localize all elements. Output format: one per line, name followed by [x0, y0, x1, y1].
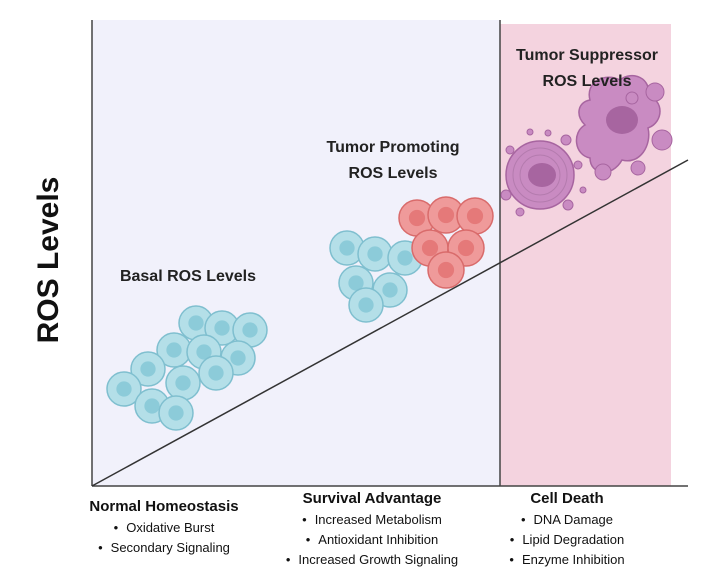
stage-items: Oxidative Burst Secondary Signaling — [78, 518, 250, 558]
promoting-normal-cell-cluster — [329, 230, 423, 323]
stage-normal-homeostasis: Normal Homeostasis Oxidative Burst Secon… — [78, 497, 250, 558]
normal-cell — [106, 371, 142, 407]
tumor-promoting-cell-cluster — [398, 196, 494, 289]
stage-item: Antioxidant Inhibition — [262, 530, 482, 550]
stage-title: Cell Death — [530, 490, 604, 507]
tumor-promoting-cell — [456, 197, 494, 235]
basal-label: Basal ROS Levels — [120, 268, 256, 285]
stage-cell-death: Cell Death DNA Damage Lipid Degradation … — [482, 489, 652, 570]
stage-item: DNA Damage — [482, 510, 652, 530]
normal-cell — [158, 395, 194, 431]
promoting-label-line1: Tumor Promoting — [326, 139, 459, 156]
stage-item: Lipid Degradation — [482, 530, 652, 550]
stage-item: Increased Metabolism — [262, 510, 482, 530]
stage-item: Enzyme Inhibition — [482, 550, 652, 570]
stage-item: Secondary Signaling — [78, 538, 250, 558]
suppressor-label-line2: ROS Levels — [543, 73, 632, 90]
y-axis-title-wrap: ROS Levels — [32, 177, 65, 344]
normal-cell — [130, 351, 166, 387]
suppressor-label-line1: Tumor Suppressor — [516, 47, 658, 64]
normal-cell — [232, 312, 268, 348]
apoptotic-cell-2 — [575, 75, 673, 181]
stage-items: Increased Metabolism Antioxidant Inhibit… — [262, 510, 482, 570]
stage-item: Oxidative Burst — [78, 518, 250, 538]
y-axis-title: ROS Levels — [32, 177, 65, 344]
tumor-promoting-cell — [427, 251, 465, 289]
normal-cell — [357, 236, 393, 272]
promoting-label-line2: ROS Levels — [349, 165, 438, 182]
basal-cell-cluster — [106, 305, 268, 431]
normal-cell — [348, 287, 384, 323]
stage-survival-advantage: Survival Advantage Increased Metabolism … — [262, 489, 482, 570]
normal-cell — [204, 310, 240, 346]
normal-cell — [165, 365, 201, 401]
stage-items: DNA Damage Lipid Degradation Enzyme Inhi… — [482, 510, 652, 570]
stage-item: Increased Growth Signaling — [262, 550, 482, 570]
tumor-promoting-cell — [427, 196, 465, 234]
ros-trend-line — [91, 159, 689, 487]
normal-cell — [198, 355, 234, 391]
stage-title: Survival Advantage — [302, 490, 442, 507]
stage-title: Normal Homeostasis — [89, 498, 239, 515]
apoptotic-cell-1 — [500, 128, 587, 217]
